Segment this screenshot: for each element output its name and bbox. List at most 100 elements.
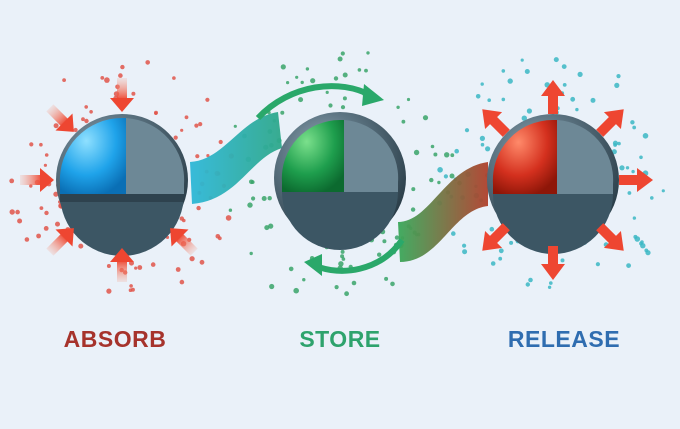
particle-dot bbox=[267, 196, 272, 201]
particle-dot bbox=[443, 174, 448, 179]
ribbon-store-to-release bbox=[398, 162, 488, 262]
particle-dot bbox=[131, 91, 136, 96]
particle-dot bbox=[53, 123, 59, 129]
particle-dot bbox=[106, 288, 112, 294]
particle-dot bbox=[501, 97, 506, 102]
particle-dot bbox=[433, 152, 438, 157]
particle-dot bbox=[547, 285, 552, 289]
particle-dot bbox=[498, 248, 504, 254]
particle-dot bbox=[366, 51, 370, 55]
particle-dot bbox=[631, 169, 635, 174]
particle-dot bbox=[430, 144, 435, 149]
particle-dot bbox=[401, 119, 406, 124]
particle-dot bbox=[406, 97, 411, 102]
inward-arrow bbox=[20, 168, 54, 192]
particle-dot bbox=[199, 259, 205, 265]
particle-dot bbox=[194, 123, 199, 128]
particle-dot bbox=[595, 262, 601, 267]
particle-dot bbox=[180, 128, 184, 132]
particle-dot bbox=[501, 69, 506, 73]
particle-dot bbox=[570, 96, 576, 102]
particle-dot bbox=[344, 291, 349, 297]
particle-dot bbox=[334, 285, 339, 290]
particle-dot bbox=[251, 196, 256, 201]
particle-dot bbox=[626, 263, 631, 268]
particle-dot bbox=[444, 152, 450, 158]
particle-dot bbox=[454, 148, 460, 154]
particle-dot bbox=[175, 267, 181, 272]
particle-dot bbox=[53, 191, 59, 197]
ribbon-absorb-to-store bbox=[190, 112, 282, 204]
particle-dot bbox=[104, 77, 110, 83]
particle-dot bbox=[228, 208, 233, 212]
particle-dot bbox=[295, 75, 299, 79]
particle-dot bbox=[528, 277, 533, 283]
store-sphere bbox=[274, 112, 406, 250]
particle-dot bbox=[390, 281, 395, 287]
particle-dot bbox=[184, 115, 189, 120]
particle-dot bbox=[325, 90, 329, 94]
particle-dot bbox=[617, 141, 621, 146]
particle-dot bbox=[120, 64, 125, 70]
particle-dot bbox=[429, 177, 434, 183]
particle-dot bbox=[351, 280, 357, 286]
particle-dot bbox=[614, 82, 620, 88]
particle-dot bbox=[268, 223, 274, 229]
particle-dot bbox=[462, 249, 468, 255]
particle-dot bbox=[549, 281, 553, 285]
particle-dot bbox=[73, 127, 78, 133]
store-arrow-bottom-head bbox=[304, 254, 322, 276]
particle-dot bbox=[39, 142, 43, 147]
particle-dot bbox=[333, 76, 339, 81]
particle-dot bbox=[17, 218, 23, 224]
particle-dot bbox=[509, 240, 514, 245]
particle-dot bbox=[450, 153, 455, 158]
particle-dot bbox=[520, 58, 524, 62]
particle-dot bbox=[225, 215, 232, 221]
particle-dot bbox=[196, 205, 201, 211]
particle-dot bbox=[145, 60, 150, 65]
particle-dot bbox=[475, 94, 481, 99]
particle-dot bbox=[293, 287, 300, 294]
particle-dot bbox=[639, 155, 643, 160]
particle-dot bbox=[310, 78, 316, 84]
particle-dot bbox=[377, 252, 382, 257]
particle-dot bbox=[357, 68, 362, 72]
particle-dot bbox=[43, 163, 48, 167]
particle-dot bbox=[489, 226, 495, 232]
particle-dot bbox=[100, 76, 105, 80]
particle-dot bbox=[264, 225, 270, 231]
particle-dot bbox=[29, 142, 34, 147]
particle-dot bbox=[15, 209, 20, 215]
particle-dot bbox=[640, 243, 646, 249]
particle-dot bbox=[205, 97, 210, 102]
particle-dot bbox=[364, 68, 368, 73]
particle-dot bbox=[342, 72, 348, 78]
particle-dot bbox=[36, 233, 41, 239]
store-arrow-top bbox=[255, 83, 374, 121]
particle-dot bbox=[577, 71, 583, 77]
particle-dot bbox=[233, 124, 237, 128]
release-sphere bbox=[487, 114, 619, 254]
particle-dot bbox=[384, 276, 389, 281]
particle-dot bbox=[630, 120, 635, 125]
particle-dot bbox=[150, 262, 156, 267]
particle-dot bbox=[89, 110, 93, 114]
particle-dot bbox=[280, 110, 285, 115]
particle-dot bbox=[300, 80, 304, 85]
particle-dot bbox=[130, 287, 135, 292]
particle-dot bbox=[261, 196, 267, 201]
particle-dot bbox=[288, 266, 294, 272]
particle-dot bbox=[81, 117, 85, 122]
particle-dot bbox=[464, 128, 470, 133]
particle-dot bbox=[129, 284, 133, 288]
particle-dot bbox=[340, 51, 345, 56]
label-absorb: ABSORB bbox=[63, 326, 167, 352]
particle-dot bbox=[305, 67, 310, 71]
particle-dot bbox=[487, 98, 492, 102]
particle-dot bbox=[298, 97, 304, 103]
particle-dot bbox=[218, 139, 223, 145]
particle-dot bbox=[198, 122, 203, 127]
